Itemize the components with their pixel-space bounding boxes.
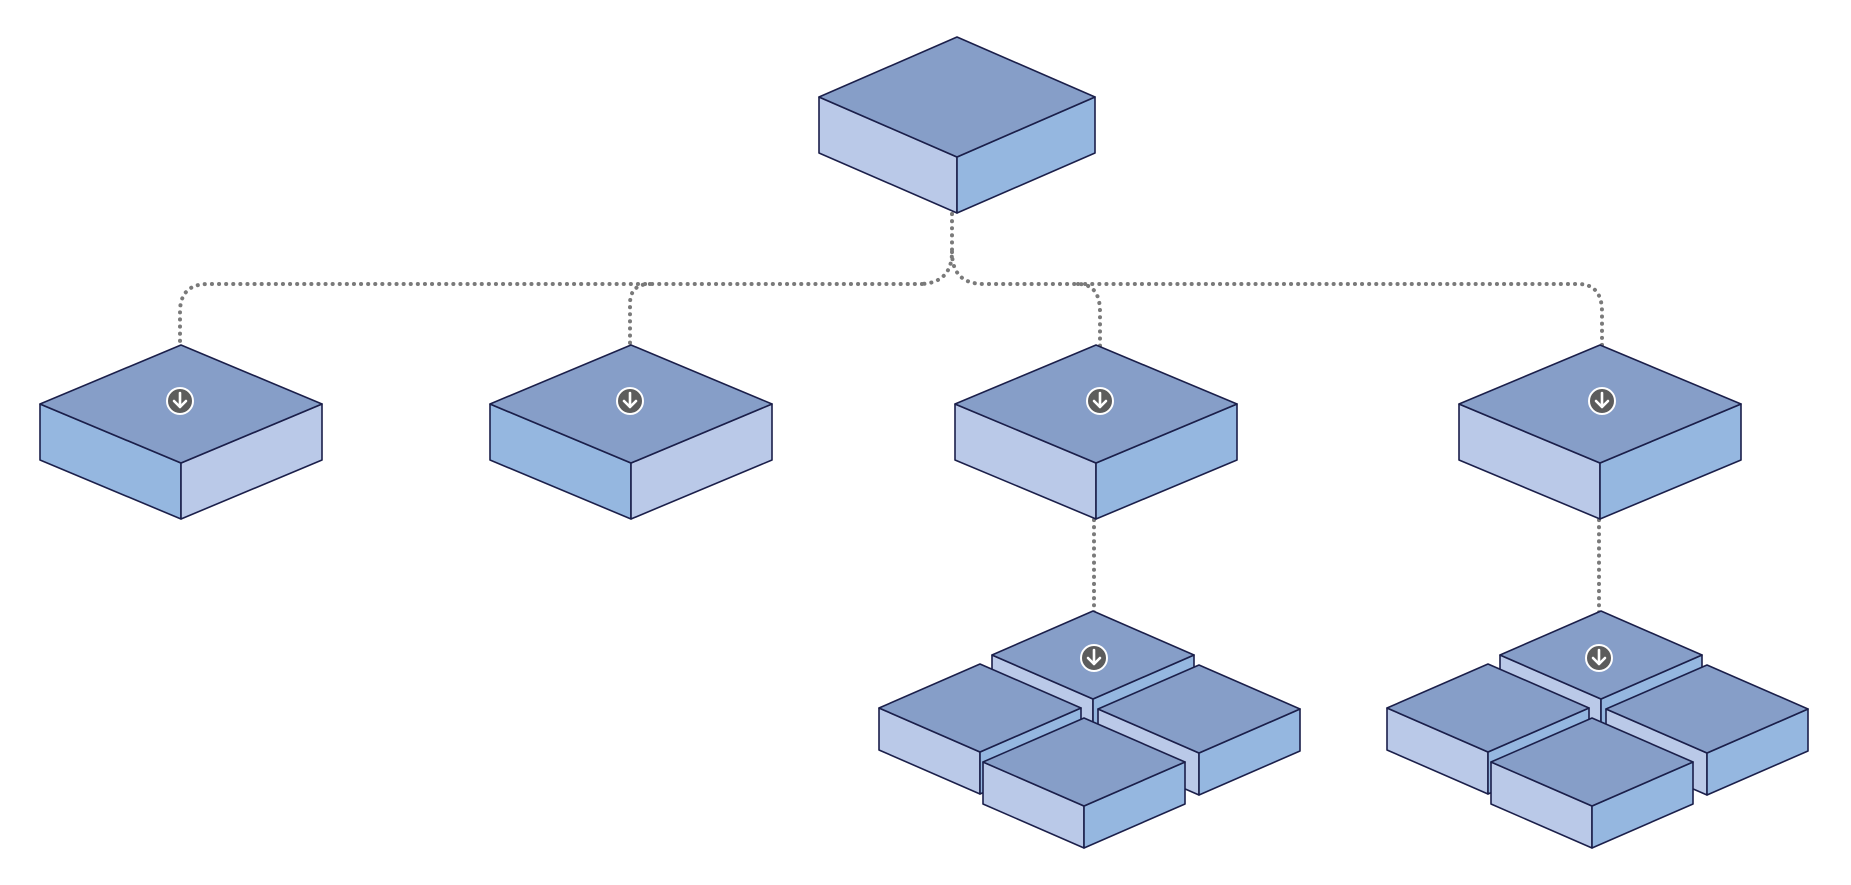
box-child-4	[1458, 344, 1742, 520]
box-child-1	[39, 344, 323, 520]
cluster-a-block-front	[982, 717, 1186, 849]
cluster-b	[1386, 610, 1809, 849]
arrow-down-circle-icon	[1080, 644, 1108, 672]
cluster-b-block-front	[1490, 717, 1694, 849]
box-top-face	[1386, 663, 1590, 753]
box-child-3	[954, 344, 1238, 520]
arrow-down-circle-icon	[1585, 644, 1613, 672]
box-child-2	[489, 344, 773, 520]
cluster-a	[878, 610, 1301, 849]
box-root	[818, 36, 1096, 214]
connector-child-1	[178, 282, 924, 402]
connector-child-3	[950, 250, 1102, 402]
arrow-down-circle-icon	[166, 387, 194, 415]
box-top-face	[1490, 717, 1694, 807]
box-top-face	[1605, 664, 1809, 754]
connector-root-stem	[920, 212, 954, 286]
connectors	[178, 212, 1604, 662]
arrow-down-circle-icon	[616, 387, 644, 415]
arrow-badges	[166, 387, 1616, 672]
box-top-face	[818, 36, 1096, 158]
arrow-down-circle-icon	[1086, 387, 1114, 415]
boxes	[39, 36, 1809, 849]
arrow-down-circle-icon	[1588, 387, 1616, 415]
box-top-face	[878, 663, 1082, 753]
box-top-face	[1097, 664, 1301, 754]
connector-child-4	[1076, 282, 1604, 402]
box-top-face	[982, 717, 1186, 807]
